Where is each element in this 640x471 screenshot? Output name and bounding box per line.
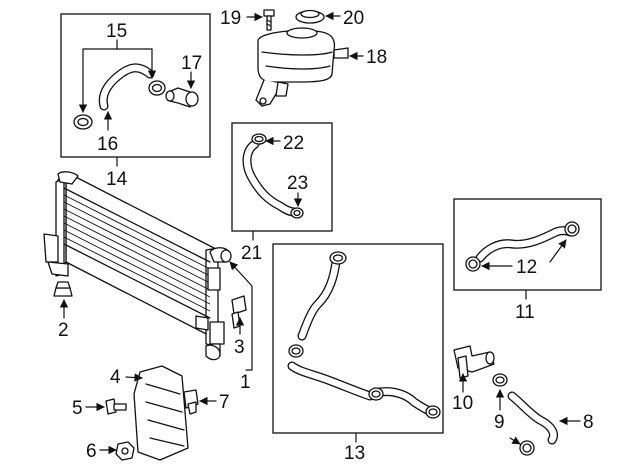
hose-elbow-17 [165,87,199,108]
radiator-fin-line [63,236,211,312]
drain-plug-2 [53,281,73,297]
callout-4: 4 [110,367,121,388]
group-box-13 [272,243,444,434]
hose-clamp-22 [251,133,267,145]
callout-1: 1 [240,372,251,393]
callout-13: 13 [344,443,365,464]
water-outlet-10 [453,345,495,379]
radiator-fin-line [63,201,211,277]
hose-clamp-13a [329,251,347,265]
leader-9b [509,436,521,445]
bolt-5 [105,398,127,415]
callout-16: 16 [97,134,118,155]
hose-clamp-15a [73,114,93,130]
radiator-fin-line [63,194,211,270]
leader-4 [125,373,143,382]
nut-6 [115,441,135,461]
callout-14: 14 [106,169,128,190]
clip-7 [183,389,199,415]
callout-12: 12 [516,257,537,278]
hose-clamp-9b [519,440,535,456]
hose-clamp-13d [425,405,441,419]
callout-18: 18 [366,47,387,68]
callout-21: 21 [241,243,262,264]
callout-2: 2 [58,320,69,341]
heater-hose-11 [475,226,575,263]
air-deflector-4 [133,365,189,461]
callout-22: 22 [283,133,304,154]
group-box-11 [453,198,602,291]
callout-3: 3 [234,337,245,358]
callout-23: 23 [287,173,308,194]
callout-9: 9 [494,412,505,433]
hose-clamp-12a [465,256,481,272]
hose-clamp-12b [564,221,580,237]
coolant-reservoir [255,27,349,107]
callout-5: 5 [72,398,83,419]
callout-15: 15 [106,21,127,42]
hose-clamp-15b [148,80,166,96]
callout-11: 11 [515,302,535,323]
radiator-fin-line [63,222,211,298]
radiator [43,171,232,361]
hose-clamp-23 [290,207,304,219]
reservoir-cap-20 [295,9,325,24]
callout-17: 17 [181,53,202,74]
group-box-14 [60,13,211,158]
radiator-fin-line [63,215,211,291]
outlet-hose-8 [507,391,558,445]
leader-1 [229,261,253,371]
bolt-19 [263,9,275,31]
leader-12-right [549,239,567,263]
bypass-hose [242,139,299,217]
callout-20: 20 [343,8,364,29]
upper-radiator-hose [98,63,155,111]
callout-7: 7 [219,392,230,413]
hose-clamp-13c [368,387,384,401]
hose-clamp-9a [492,373,508,387]
mounting-bracket-3 [231,295,247,329]
callout-19: 19 [220,8,241,29]
radiator-fins [63,194,211,312]
group-box-21 [231,122,333,232]
hose-clamp-13b [288,344,304,358]
callout-6: 6 [86,441,97,462]
radiator-fin-line [63,229,211,305]
callout-10: 10 [452,393,473,414]
callout-8: 8 [583,412,594,433]
lower-radiator-hose [287,257,437,417]
radiator-fin-line [63,208,211,284]
